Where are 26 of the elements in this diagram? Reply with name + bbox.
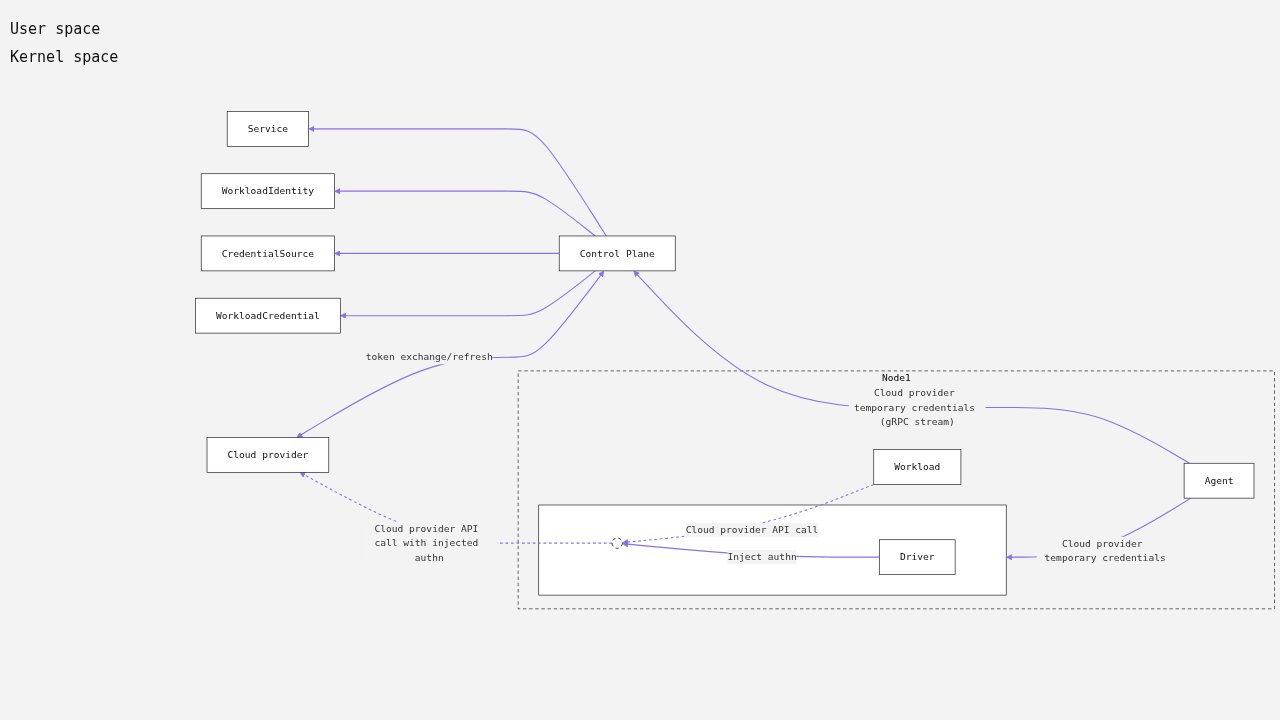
node-box: WorkloadCredential [195, 297, 341, 334]
node-box: Driver [879, 539, 956, 575]
arrow [308, 125, 607, 237]
node-box: Workload [873, 449, 962, 485]
node-box: CredentialSource [200, 235, 335, 272]
edge-label: Cloud provider API call [685, 524, 819, 536]
edge-label: token exchange/refresh [365, 351, 493, 363]
arrow [334, 188, 596, 237]
node-box: Control Plane [558, 235, 676, 272]
arrow [340, 270, 596, 319]
node-box: Cloud provider [206, 436, 330, 473]
text-label: Kernel space [10, 48, 120, 66]
edge-label: Cloud provider temporary credentials (gRPC stream) [853, 387, 975, 427]
cluster [538, 504, 1007, 596]
edge-label: Inject authn [727, 551, 797, 563]
node-box: Agent [1183, 462, 1255, 499]
text-label: User space [10, 20, 102, 38]
node-circle [611, 537, 623, 549]
node-box: WorkloadIdentity [200, 173, 335, 209]
arrow [334, 250, 560, 257]
arrow [633, 270, 1191, 464]
arrow [296, 270, 605, 438]
arrow [622, 483, 875, 545]
edge-label: Cloud provider temporary credentials [1044, 537, 1166, 564]
node-box: Service [226, 111, 309, 147]
edge-label: Cloud provider API call with injected authn [374, 522, 479, 563]
